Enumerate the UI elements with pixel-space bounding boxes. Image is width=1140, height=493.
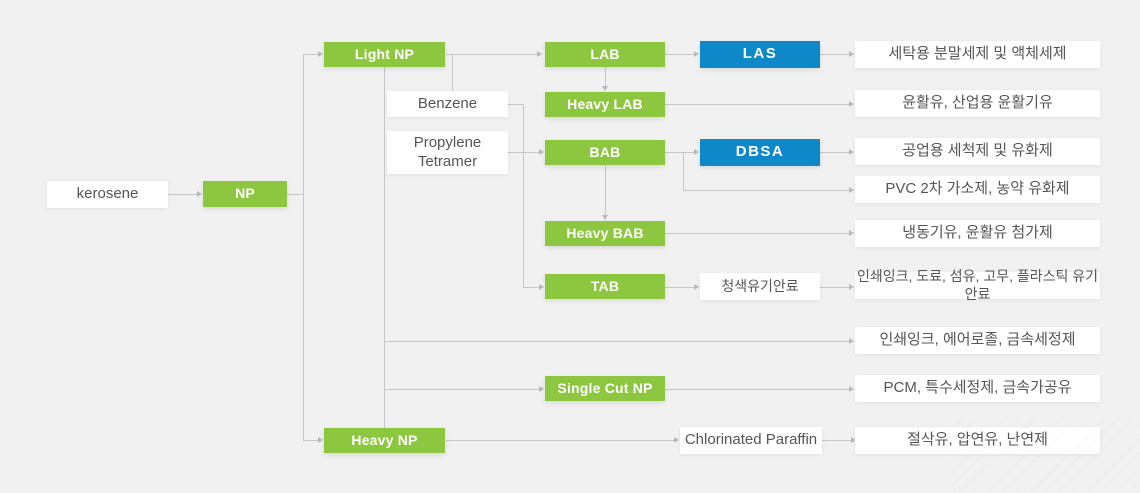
arrowhead-icon bbox=[849, 338, 854, 344]
connector-lab-heavylab bbox=[605, 67, 606, 86]
node-heavy-np: Heavy NP bbox=[324, 428, 445, 453]
arrowhead-icon bbox=[849, 149, 854, 155]
arrowhead-icon bbox=[849, 230, 854, 236]
arrowhead-icon bbox=[602, 215, 608, 220]
arrowhead-icon bbox=[694, 149, 699, 155]
connector-cp-output9 bbox=[822, 440, 851, 441]
arrowhead-icon bbox=[537, 51, 542, 57]
arrowhead-icon bbox=[694, 284, 699, 290]
connector-lightnp-singlecut bbox=[384, 389, 539, 390]
node-benzene: Benzene bbox=[387, 91, 508, 117]
arrowhead-icon bbox=[694, 51, 699, 57]
output-box-aerosol-cleaners: 인쇄잉크, 에어로졸, 금속세정제 bbox=[855, 327, 1100, 354]
arrowhead-icon bbox=[318, 51, 323, 57]
arrowhead-icon bbox=[849, 101, 854, 107]
output-box-pvc-plasticizer: PVC 2차 가소제, 농약 유화제 bbox=[855, 176, 1100, 203]
connector-lightnp-lab bbox=[446, 54, 537, 55]
connector-pigment-output6 bbox=[820, 287, 849, 288]
corner-watermark-pattern bbox=[950, 418, 1140, 493]
connector-heavynp-cp bbox=[446, 440, 674, 441]
node-single-cut-np: Single Cut NP bbox=[545, 376, 665, 401]
connector-dbsa-output3 bbox=[820, 152, 849, 153]
connector-benzene-right bbox=[508, 104, 523, 105]
output-box-lubricants: 윤활유, 산업용 윤활기유 bbox=[855, 90, 1100, 117]
node-tab: TAB bbox=[545, 274, 665, 299]
connector-lightnp-vertical bbox=[384, 67, 385, 428]
connector-heavybab-output5 bbox=[665, 233, 849, 234]
arrowhead-icon bbox=[539, 386, 544, 392]
connector-heavylab-output2 bbox=[665, 104, 849, 105]
node-dbsa: DBSA bbox=[700, 139, 820, 166]
connector-tab-pigment bbox=[665, 287, 694, 288]
connector-las-output1 bbox=[820, 54, 849, 55]
arrowhead-icon bbox=[197, 191, 202, 197]
arrowhead-icon bbox=[851, 437, 856, 443]
node-heavy-bab: Heavy BAB bbox=[545, 221, 665, 246]
arrowhead-icon bbox=[849, 386, 854, 392]
connector-pt-bab bbox=[508, 152, 539, 153]
connector-benzene-tab bbox=[523, 287, 539, 288]
connector-bab-heavybab bbox=[605, 165, 606, 215]
output-box-detergents: 세탁용 분말세제 및 액체세제 bbox=[855, 41, 1100, 68]
connector-trunk-vertical bbox=[303, 54, 304, 441]
node-lab: LAB bbox=[545, 42, 665, 67]
arrowhead-icon bbox=[674, 437, 679, 443]
connector-trunk-heavynp bbox=[303, 440, 318, 441]
node-bab: BAB bbox=[545, 140, 665, 165]
node-las: LAS bbox=[700, 41, 820, 68]
arrowhead-icon bbox=[539, 149, 544, 155]
connector-bab-dbsa bbox=[665, 152, 694, 153]
node-kerosene: kerosene bbox=[47, 181, 168, 208]
connector-lab-las bbox=[665, 54, 694, 55]
connector-lightnp-benzene bbox=[452, 54, 453, 91]
output-box-industrial-cleaners: 공업용 세척제 및 유화제 bbox=[855, 138, 1100, 165]
node-light-np: Light NP bbox=[324, 42, 445, 67]
node-chlorinated-paraffin: Chlorinated Paraffin bbox=[680, 427, 822, 454]
node-blue-organic-pigment: 청색유기안료 bbox=[700, 273, 820, 300]
connector-trunk-lightnp bbox=[303, 54, 318, 55]
node-heavy-lab: Heavy LAB bbox=[545, 92, 665, 117]
output-box-organic-pigments: 인쇄잉크, 도료, 섬유, 고무, 플라스틱 유기안료 bbox=[855, 268, 1100, 302]
connector-kerosene-np bbox=[168, 194, 197, 195]
arrowhead-icon bbox=[539, 284, 544, 290]
connector-bab-pvc-vertical bbox=[683, 152, 684, 190]
connector-singlecut-output8 bbox=[665, 389, 849, 390]
node-propylene-tetramer: Propylene Tetramer bbox=[387, 131, 508, 174]
arrowhead-icon bbox=[849, 51, 854, 57]
node-np: NP bbox=[203, 181, 287, 207]
connector-benzene-vertical bbox=[523, 104, 524, 287]
output-box-pcm: PCM, 특수세정제, 금속가공유 bbox=[855, 375, 1100, 402]
arrowhead-icon bbox=[849, 187, 854, 193]
connector-bab-output4 bbox=[683, 190, 849, 191]
output-box-refrigeration-oil: 냉동기유, 윤활유 첨가제 bbox=[855, 220, 1100, 247]
connector-lightnp-output7 bbox=[384, 341, 849, 342]
arrowhead-icon bbox=[602, 86, 608, 91]
output-box-cutting-oil: 절삭유, 압연유, 난연제 bbox=[855, 427, 1100, 454]
arrowhead-icon bbox=[318, 437, 323, 443]
arrowhead-icon bbox=[849, 284, 854, 290]
connector-np-trunk bbox=[287, 194, 304, 195]
